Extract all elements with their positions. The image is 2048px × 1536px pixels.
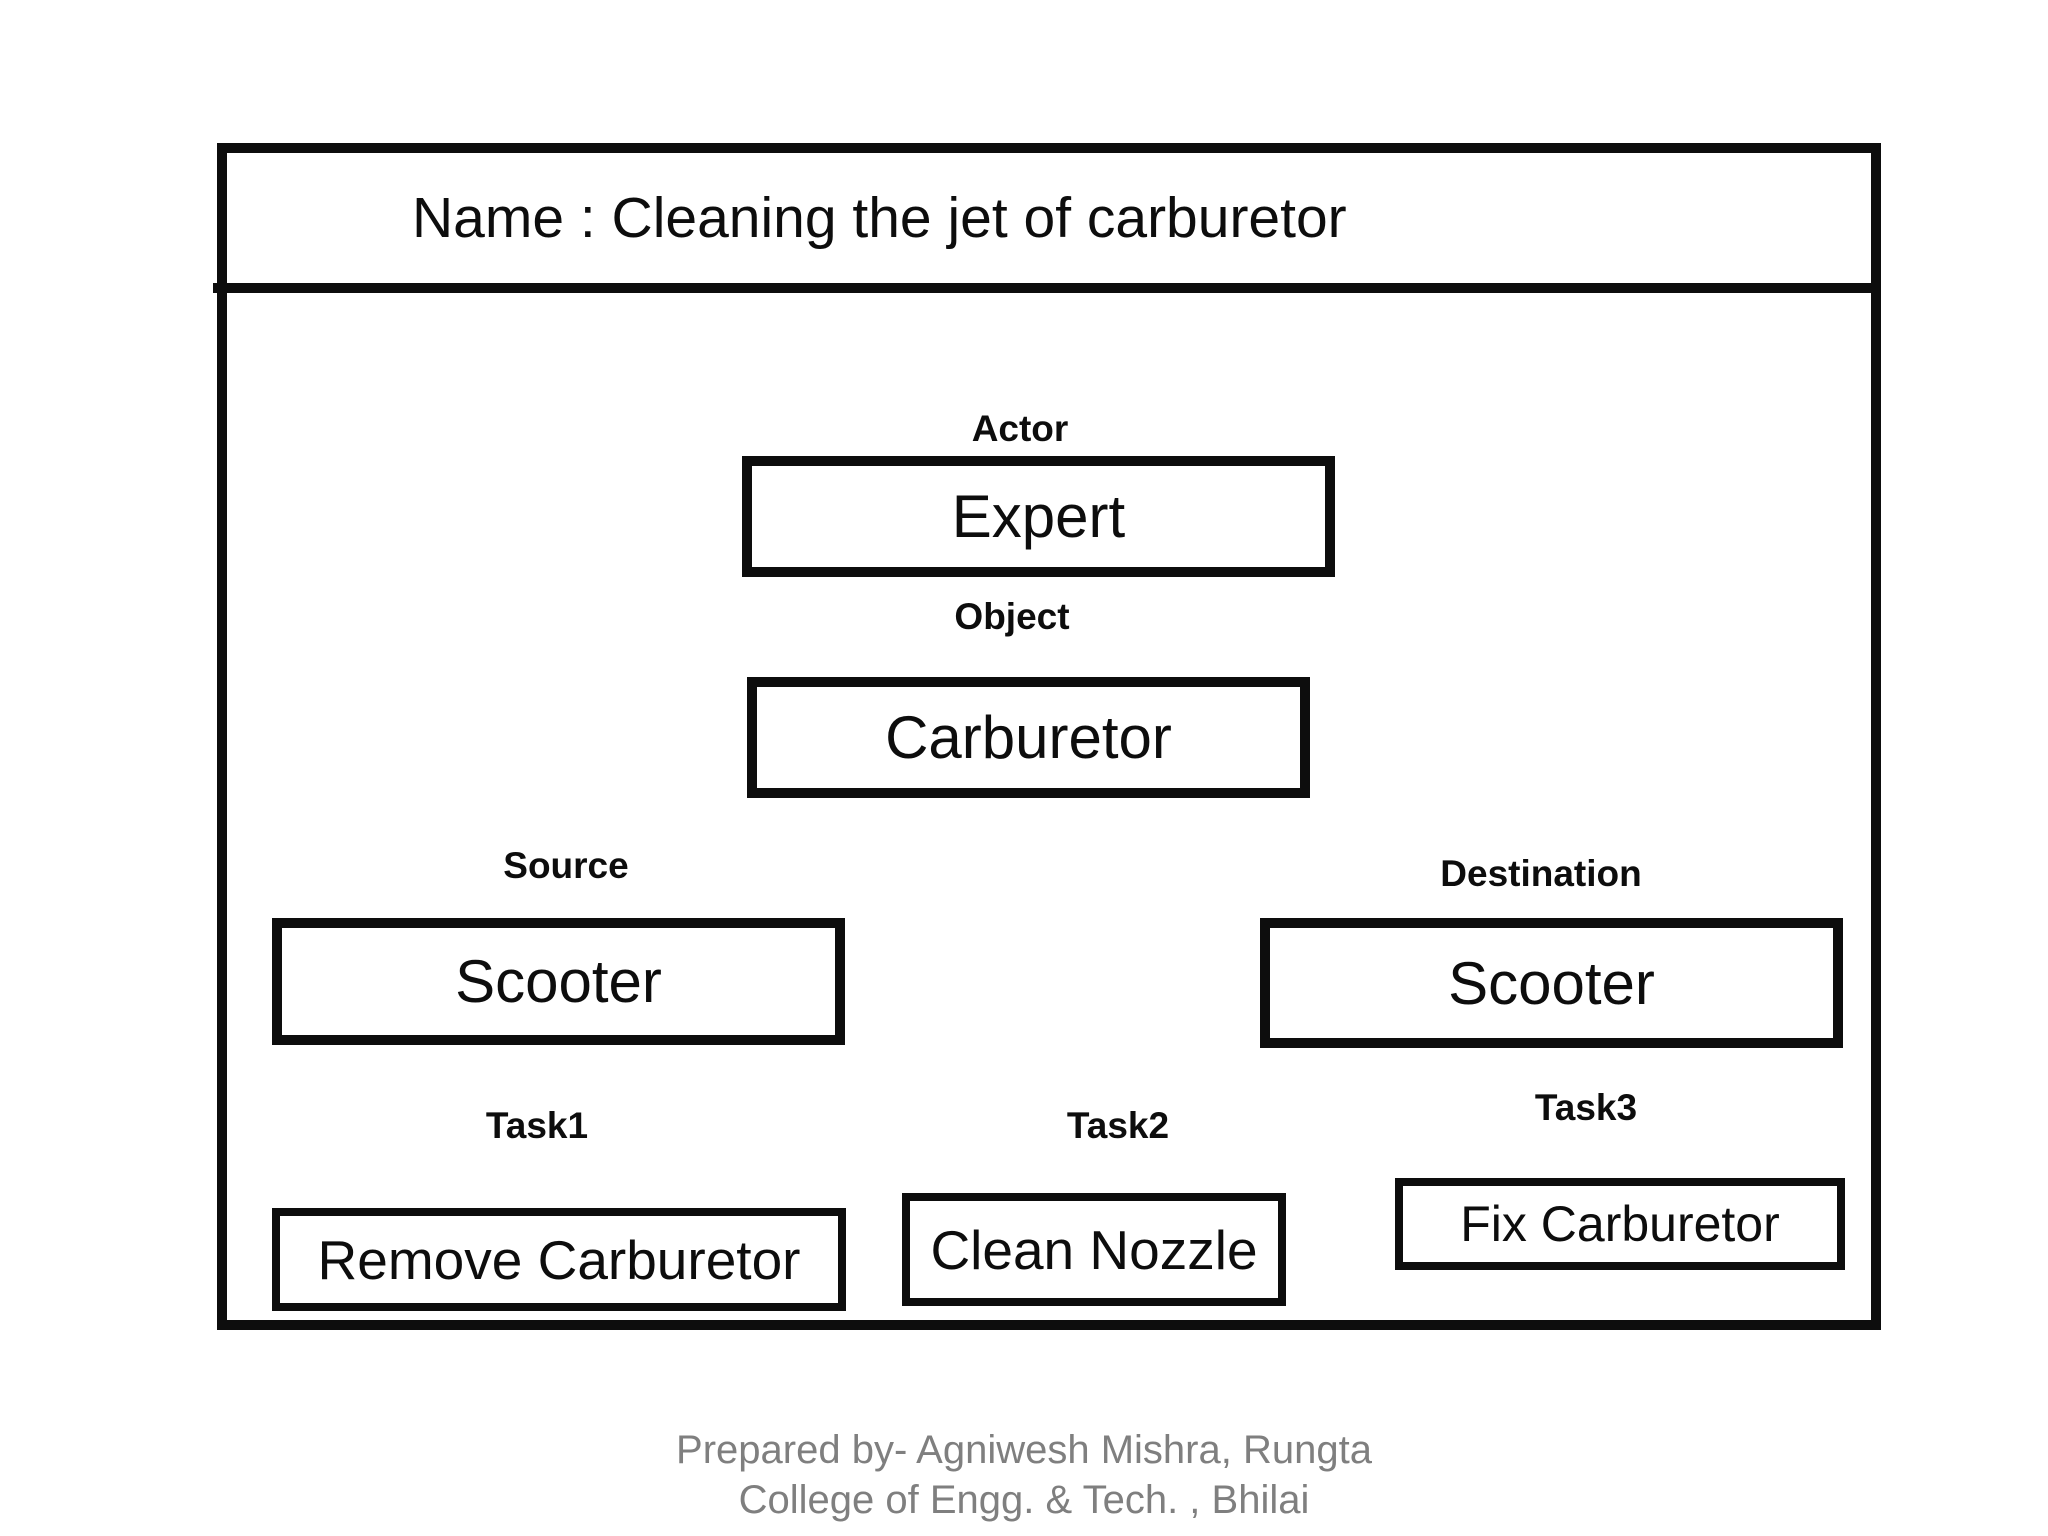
footer-line-1: Prepared by- Agniwesh Mishra, Rungta [676,1428,1372,1472]
clean-nozzle-box: Clean Nozzle [902,1193,1286,1306]
remove-carburetor-box: Remove Carburetor [272,1208,846,1311]
footer-credit: Prepared by- Agniwesh Mishra, Rungta Col… [0,1425,2048,1525]
source-scooter-box: Scooter [272,918,845,1045]
object-label: Object [954,596,1070,637]
actor-label: Actor [971,408,1069,449]
carburetor-box: Carburetor [747,677,1310,798]
diagram-outer-frame: Name : Cleaning the jet of carburetor Ac… [213,143,1881,1330]
slide-title: Name : Cleaning the jet of carburetor [412,186,1347,250]
task1-label: Task1 [485,1105,589,1146]
fix-carburetor-box: Fix Carburetor [1395,1178,1845,1270]
task3-label: Task3 [1534,1087,1638,1128]
task2-label: Task2 [1066,1105,1170,1146]
expert-box: Expert [742,456,1335,577]
source-label: Source [503,845,629,886]
footer-line-2: College of Engg. & Tech. , Bhilai [738,1478,1310,1522]
destination-label: Destination [1440,853,1642,894]
title-bar: Name : Cleaning the jet of carburetor [227,153,1871,283]
title-divider [213,283,1871,293]
destination-scooter-box: Scooter [1260,918,1843,1048]
